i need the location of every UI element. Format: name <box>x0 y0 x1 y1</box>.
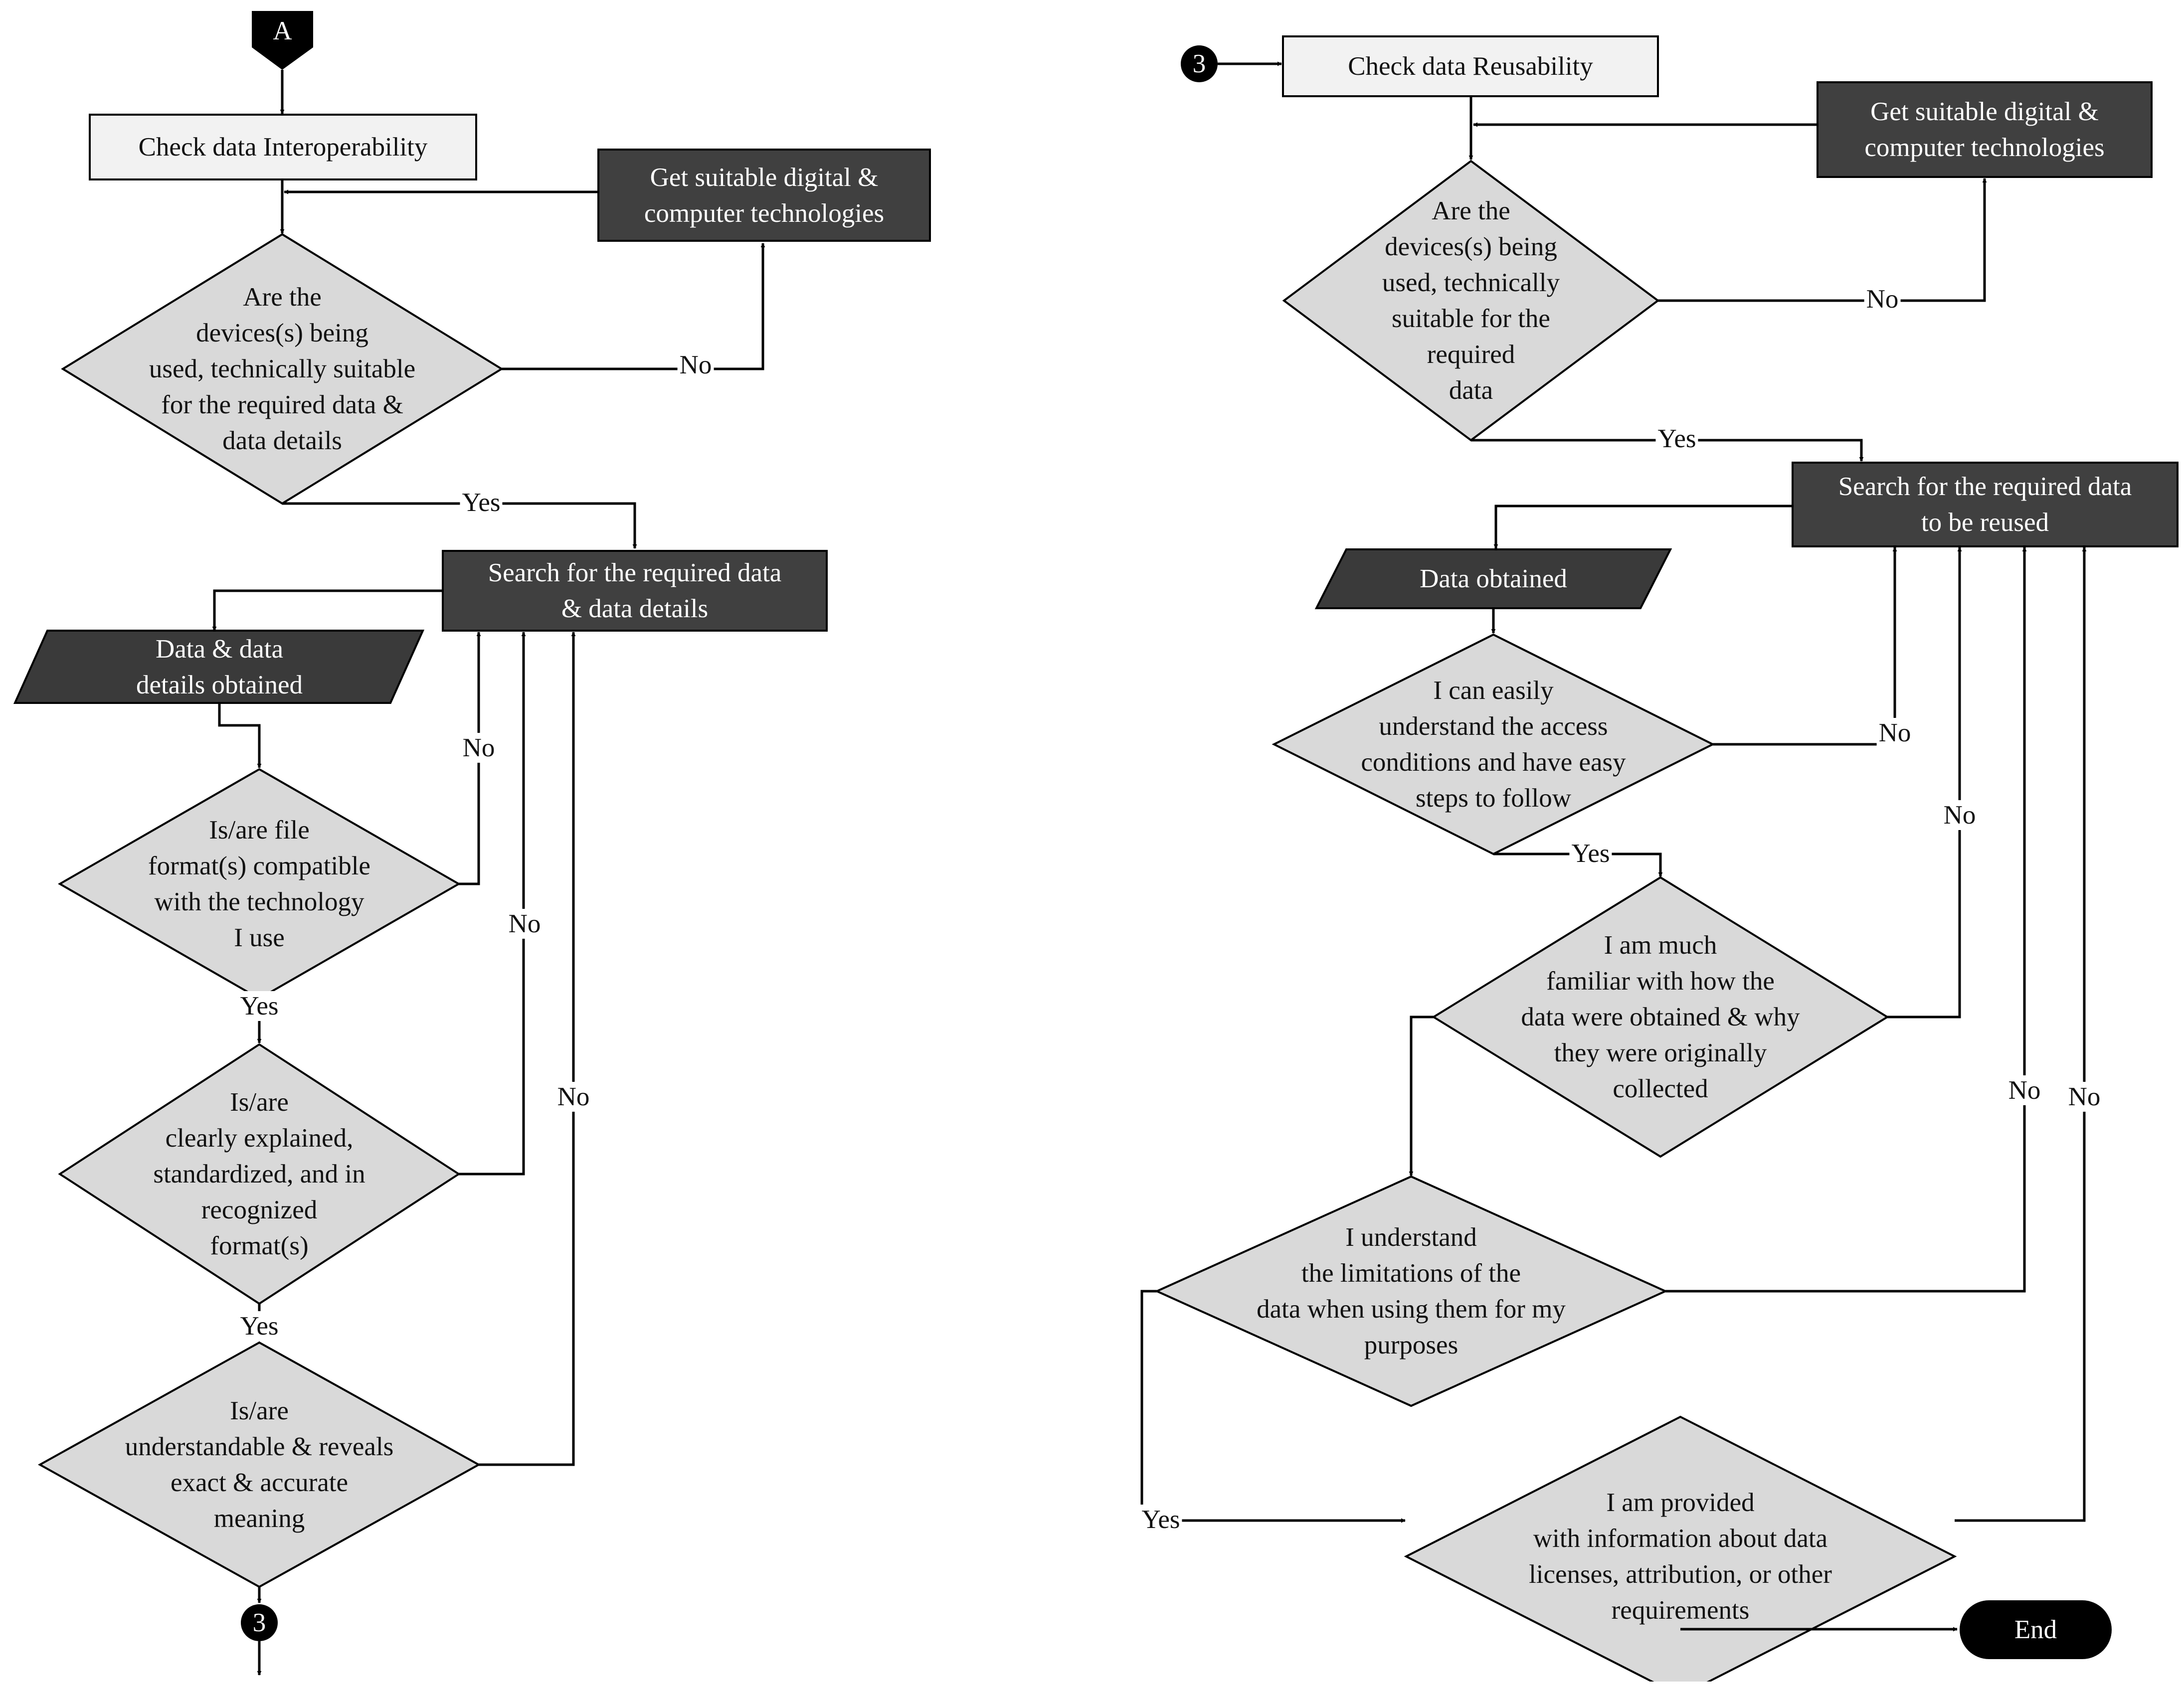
edge-right-no-licenses <box>1955 547 2087 1522</box>
edge-right-yes-limits <box>1140 1290 1406 1523</box>
left-search: Search for the required data & data deta… <box>488 558 782 623</box>
right-search-shape <box>1792 462 2179 547</box>
start-marker-a: A <box>273 16 292 45</box>
right-get-technologies-shape <box>1817 81 2153 178</box>
right-label-no-access: No <box>1876 718 1913 748</box>
edge-left-obtained-to-format <box>218 703 262 768</box>
right-q-devices: Are the devices(s) being used, technical… <box>1382 196 1560 405</box>
left-label-no-format: No <box>460 733 497 763</box>
left-search-shape <box>442 550 828 632</box>
left-q-format: Is/are file format(s) compatible with th… <box>148 816 370 952</box>
right-label-yes-limits: Yes <box>1139 1505 1182 1534</box>
left-label-no-explained: No <box>506 909 543 939</box>
left-label-yes-devices: Yes <box>460 488 503 517</box>
right-q-familiar-shape <box>1432 876 1889 1158</box>
right-q-licenses: I am provided with information about dat… <box>1529 1488 1832 1625</box>
left-get-technologies: Get suitable digital & computer technolo… <box>644 163 885 228</box>
edge-right-no-devices <box>1658 178 1987 302</box>
right-data-obtained-shape <box>1314 548 1672 609</box>
left-label-yes-format: Yes <box>238 991 281 1021</box>
right-connector-3: 3 <box>1192 49 1206 78</box>
right-label-no-familiar: No <box>1941 800 1978 830</box>
right-get-technologies: Get suitable digital & computer technolo… <box>1864 97 2105 162</box>
edge-left-no-explained <box>459 632 526 1176</box>
left-connector-3-shape <box>241 1604 278 1641</box>
edge-left-no-devices <box>502 243 765 370</box>
check-interoperability: Check data Interoperability <box>138 133 428 162</box>
left-label-no-devices: No <box>677 350 714 380</box>
left-data-obtained: Data & data details obtained <box>136 634 303 699</box>
right-connector-3-shape <box>1181 45 1218 82</box>
edge-left-search-to-obtained <box>212 589 443 631</box>
edge-right-familiar-to-limits <box>1409 1016 1434 1176</box>
left-label-yes-explained: Yes <box>238 1311 281 1341</box>
edge-left-no-format <box>459 632 481 885</box>
edge-right-no-limits <box>1665 547 2027 1293</box>
right-q-access: I can easily understand the access condi… <box>1361 676 1626 813</box>
end-terminal: End <box>2014 1615 2057 1644</box>
check-interoperability-shape <box>89 114 477 180</box>
edge-right-yes-devices <box>1471 439 1864 462</box>
left-get-technologies-shape <box>597 149 931 242</box>
left-q-devices: Are the devices(s) being used, technical… <box>149 283 416 455</box>
right-q-licenses-shape <box>1404 1415 1957 1682</box>
right-data-obtained: Data obtained <box>1420 564 1567 593</box>
right-label-no-licenses: No <box>2066 1082 2103 1112</box>
check-reusability-shape <box>1282 35 1659 97</box>
edge-left-yes-devices <box>282 502 637 549</box>
right-label-no-limits: No <box>2006 1075 2043 1105</box>
right-label-yes-access: Yes <box>1569 839 1612 868</box>
left-q-explained: Is/are clearly explained, standardized, … <box>153 1088 365 1260</box>
check-reusability: Check data Reusability <box>1348 52 1593 81</box>
edge-right-search-to-obtained <box>1493 505 1793 549</box>
left-data-obtained-shape <box>13 630 425 704</box>
start-marker-shape <box>252 11 313 70</box>
right-label-yes-devices: Yes <box>1655 424 1698 454</box>
left-connector-3: 3 <box>252 1608 266 1637</box>
right-label-no-devices: No <box>1864 284 1901 314</box>
right-q-familiar: I am much familiar with how the data wer… <box>1521 931 1800 1103</box>
edge-left-no-understand <box>479 632 576 1466</box>
edge-right-no-access <box>1713 547 1897 746</box>
right-q-limits-shape <box>1154 1175 1668 1407</box>
right-q-limits: I understand the limitations of the data… <box>1257 1223 1566 1359</box>
left-q-understand: Is/are understandable & reveals exact & … <box>125 1396 394 1533</box>
right-search: Search for the required data to be reuse… <box>1838 472 2132 537</box>
edge-right-yes-access <box>1493 852 1663 877</box>
left-label-no-understand: No <box>555 1082 592 1112</box>
end-terminal-shape <box>1960 1600 2112 1659</box>
edge-right-no-familiar <box>1887 547 1962 1018</box>
